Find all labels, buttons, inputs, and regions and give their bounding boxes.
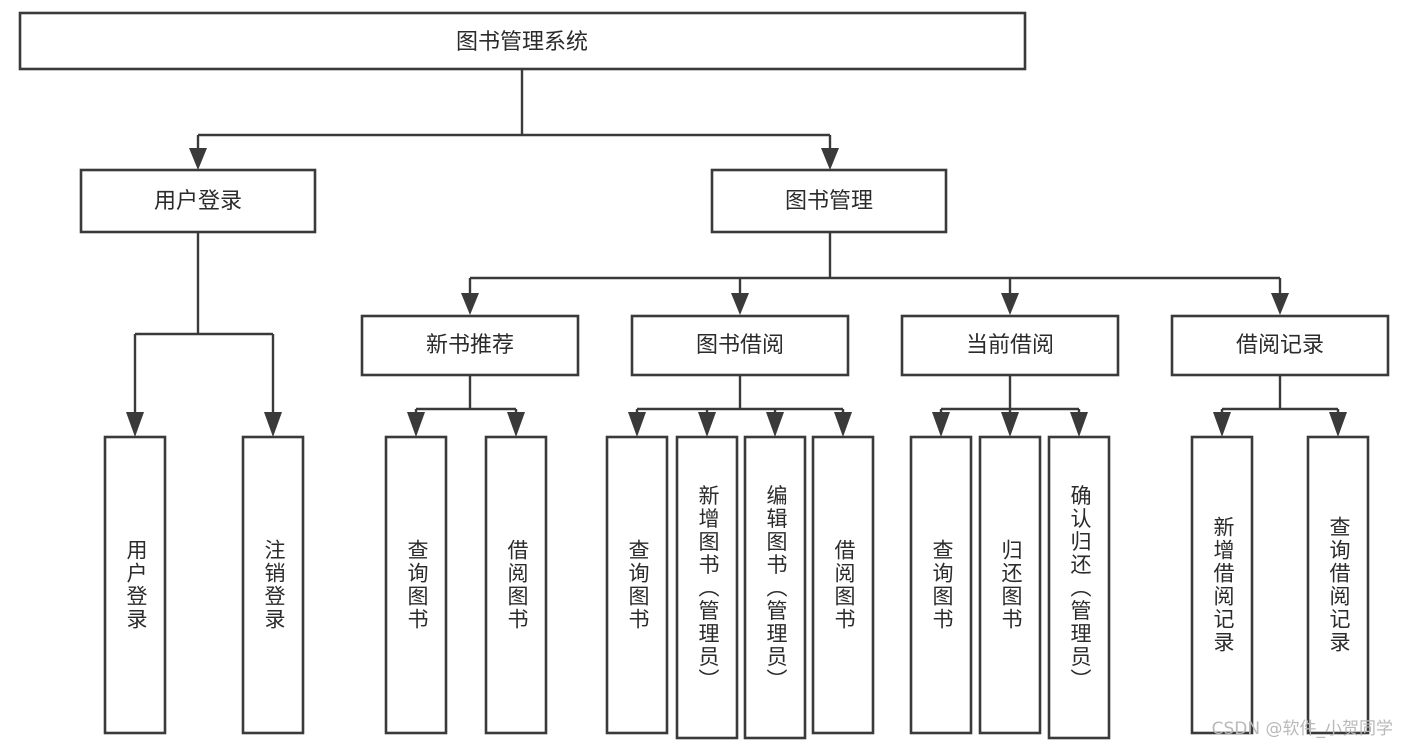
arrow-recommend-leaf-1: [407, 412, 425, 437]
leaf-current-borrow-1-label: 查询图书: [930, 539, 954, 631]
node-book-manage-box[interactable]: [710, 168, 948, 234]
arrow-user-leaf-1: [126, 412, 144, 437]
leaf-current-borrow-3-label: 确认归还（管理员）: [1068, 485, 1092, 692]
node-new-recommend-label: 新书推荐: [426, 333, 514, 358]
leaf-borrow-record-1-label: 新增借阅记录: [1211, 516, 1235, 654]
leaf-new-recommend-2[interactable]: 借阅图书: [484, 435, 548, 735]
leaf-book-borrow-4-box[interactable]: [811, 435, 875, 735]
leaf-current-borrow-2-box[interactable]: [978, 435, 1042, 735]
leaf-borrow-record-1[interactable]: 新增借阅记录: [1190, 435, 1254, 735]
arrow-root-to-book-manage: [821, 148, 839, 170]
arrow-record-leaf-2: [1329, 412, 1347, 437]
leaf-current-borrow-3[interactable]: 确认归还（管理员）: [1047, 435, 1111, 740]
leaf-new-recommend-1[interactable]: 查询图书: [384, 435, 448, 735]
node-book-manage[interactable]: 图书管理: [710, 168, 948, 234]
arrow-borrow-leaf-1: [628, 412, 646, 437]
leaf-book-borrow-3[interactable]: 编辑图书（管理员）: [743, 435, 807, 740]
connector-group-current-borrow: [932, 375, 1088, 437]
arrow-book-to-current: [1001, 293, 1019, 315]
arrow-record-leaf-1: [1213, 412, 1231, 437]
arrow-user-leaf-2: [264, 412, 282, 437]
node-user-login-label: 用户登录: [154, 189, 242, 214]
node-current-borrow[interactable]: 当前借阅: [900, 314, 1120, 377]
leaf-new-recommend-2-box[interactable]: [484, 435, 548, 735]
node-borrow-record-box[interactable]: [1170, 314, 1390, 377]
leaf-book-borrow-4-label: 借阅图书: [832, 539, 856, 631]
node-book-borrow[interactable]: 图书借阅: [630, 314, 850, 377]
leaf-book-borrow-3-label: 编辑图书（管理员）: [764, 485, 788, 692]
arrow-borrow-leaf-2: [698, 412, 716, 437]
arrow-current-leaf-1: [932, 412, 950, 437]
node-new-recommend[interactable]: 新书推荐: [360, 314, 580, 377]
leaf-current-borrow-2-label: 归还图书: [999, 539, 1023, 631]
node-book-borrow-label: 图书借阅: [696, 333, 784, 358]
leaf-book-borrow-2-label: 新增图书（管理员）: [696, 485, 720, 692]
leaf-book-borrow-1[interactable]: 查询图书: [605, 435, 669, 735]
leaf-new-recommend-2-label: 借阅图书: [505, 539, 529, 631]
leaf-user-login-2-label: 注销登录: [262, 539, 286, 631]
leaf-current-borrow-3-box[interactable]: [1047, 435, 1111, 740]
leaf-borrow-record-2-label: 查询借阅记录: [1327, 516, 1351, 654]
arrow-recommend-leaf-2: [507, 412, 525, 437]
leaf-borrow-record-2-box[interactable]: [1306, 435, 1370, 735]
arrow-borrow-leaf-4: [834, 412, 852, 437]
node-root-system-label: 图书管理系统: [456, 30, 588, 55]
leaf-book-borrow-2-box[interactable]: [675, 435, 739, 740]
leaf-new-recommend-1-box[interactable]: [384, 435, 448, 735]
node-borrow-record[interactable]: 借阅记录: [1170, 314, 1390, 377]
node-book-manage-label: 图书管理: [785, 189, 873, 214]
connector-group-book-manage: [461, 232, 1289, 315]
node-user-login[interactable]: 用户登录: [79, 168, 317, 234]
arrow-root-to-user-login: [189, 148, 207, 170]
leaf-user-login-2-box[interactable]: [241, 435, 305, 735]
node-current-borrow-label: 当前借阅: [966, 333, 1054, 358]
leaf-book-borrow-3-box[interactable]: [743, 435, 807, 740]
leaf-borrow-record-2[interactable]: 查询借阅记录: [1306, 435, 1370, 735]
connector-group-root: [189, 69, 839, 170]
leaf-book-borrow-1-label: 查询图书: [626, 539, 650, 631]
arrow-book-to-new-recommend: [461, 293, 479, 315]
arrow-current-leaf-2: [1001, 412, 1019, 437]
leaf-book-borrow-1-box[interactable]: [605, 435, 669, 735]
leaf-user-login-1-box[interactable]: [103, 435, 167, 735]
leaf-current-borrow-2[interactable]: 归还图书: [978, 435, 1042, 735]
arrow-current-leaf-3: [1070, 412, 1088, 437]
arrow-borrow-leaf-3: [766, 412, 784, 437]
node-current-borrow-box[interactable]: [900, 314, 1120, 377]
leaf-book-borrow-4[interactable]: 借阅图书: [811, 435, 875, 735]
arrow-book-to-record: [1271, 293, 1289, 315]
node-book-borrow-box[interactable]: [630, 314, 850, 377]
node-root-system[interactable]: 图书管理系统: [18, 11, 1027, 71]
leaf-book-borrow-2[interactable]: 新增图书（管理员）: [675, 435, 739, 740]
leaf-current-borrow-1[interactable]: 查询图书: [909, 435, 973, 735]
node-new-recommend-box[interactable]: [360, 314, 580, 377]
leaf-user-login-2[interactable]: 注销登录: [241, 435, 305, 735]
connector-group-new-recommend: [407, 375, 525, 437]
node-borrow-record-label: 借阅记录: [1236, 333, 1324, 358]
leaf-user-login-1[interactable]: 用户登录: [103, 435, 167, 735]
leaf-borrow-record-1-box[interactable]: [1190, 435, 1254, 735]
arrow-book-to-borrow: [731, 293, 749, 315]
leaf-new-recommend-1-label: 查询图书: [405, 539, 429, 631]
leaf-user-login-1-label: 用户登录: [124, 539, 148, 631]
connector-group-user-login: [126, 232, 282, 437]
leaf-current-borrow-1-box[interactable]: [909, 435, 973, 735]
node-root-system-box[interactable]: [18, 11, 1027, 71]
connector-group-borrow-record: [1213, 375, 1347, 437]
node-user-login-box[interactable]: [79, 168, 317, 234]
connector-group-book-borrow: [628, 375, 852, 437]
